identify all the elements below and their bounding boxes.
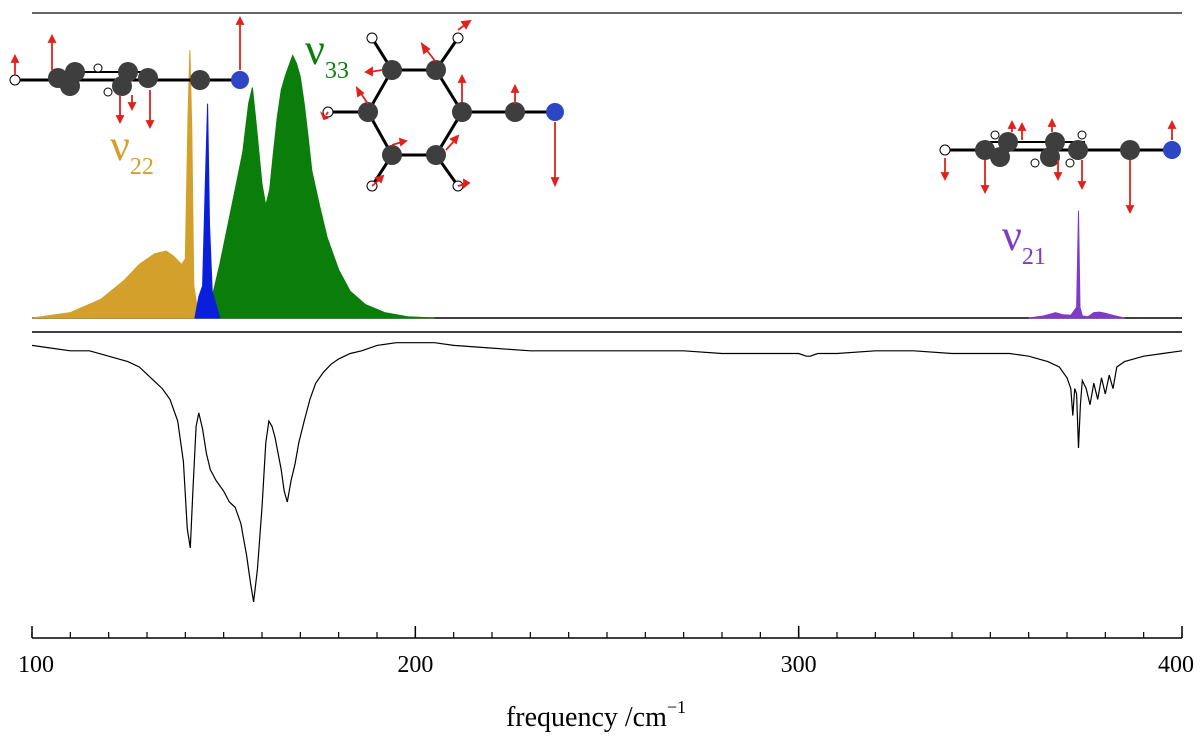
band-145 bbox=[194, 103, 221, 319]
nitrogen-atom bbox=[231, 71, 249, 89]
hydrogen-atom bbox=[990, 130, 1000, 140]
displacement-arrows bbox=[319, 19, 560, 189]
carbon-atom bbox=[60, 76, 80, 96]
x-axis: 100 200 300 400 frequency /cm−1 bbox=[18, 626, 1194, 733]
carbon-atom bbox=[1040, 147, 1060, 167]
hydrogen-atom bbox=[103, 87, 113, 97]
nitrogen-atom bbox=[1163, 141, 1181, 159]
x-minor-ticks bbox=[31, 632, 1183, 638]
label-nu33: ν33 bbox=[305, 25, 349, 84]
x-tick-labels: 100 200 300 400 bbox=[18, 652, 1194, 678]
molecule-top-view-nu33 bbox=[319, 19, 564, 192]
simulated-bands bbox=[31, 49, 1125, 319]
carbon-atom bbox=[1068, 140, 1088, 160]
hydrogen-atom bbox=[939, 144, 951, 156]
displacement-arrows bbox=[940, 117, 1177, 215]
carbon-atom bbox=[382, 60, 402, 80]
x-tick-label: 200 bbox=[397, 652, 433, 678]
carbon-atom bbox=[505, 102, 525, 122]
molecule-side-view-nu22 bbox=[9, 15, 249, 130]
x-tick-label: 400 bbox=[1158, 652, 1194, 678]
carbon-atom bbox=[975, 140, 995, 160]
carbon-atom bbox=[358, 102, 378, 122]
carbon-atom bbox=[426, 145, 446, 165]
hydrogen-atom bbox=[1030, 158, 1040, 168]
hydrogen-atom bbox=[1065, 158, 1075, 168]
hydrogen-atom bbox=[9, 74, 21, 86]
band-nu33 bbox=[203, 54, 435, 319]
carbon-atom bbox=[452, 102, 472, 122]
carbon-atom bbox=[112, 76, 132, 96]
carbon-atom bbox=[998, 132, 1018, 152]
label-nu21: ν21 bbox=[1002, 211, 1046, 270]
hydrogen-atom bbox=[366, 32, 378, 44]
carbon-atom bbox=[138, 68, 158, 88]
x-axis-label: frequency /cm−1 bbox=[506, 697, 686, 733]
hydrogen-atom bbox=[452, 32, 464, 44]
mode-labels: ν22 ν33 ν21 bbox=[110, 25, 1046, 270]
carbon-atom bbox=[1120, 140, 1140, 160]
x-tick-label: 300 bbox=[781, 652, 817, 678]
carbon-atom bbox=[382, 145, 402, 165]
hydrogen-atom bbox=[93, 63, 103, 73]
x-tick-label: 100 bbox=[18, 652, 54, 678]
band-nu22 bbox=[31, 49, 202, 319]
displacement-arrows bbox=[10, 15, 245, 130]
carbon-atom bbox=[426, 60, 446, 80]
molecule-side-view-nu21 bbox=[939, 117, 1181, 215]
experimental-trace bbox=[31, 342, 1183, 602]
carbon-atom bbox=[190, 70, 210, 90]
hydrogen-atom bbox=[1077, 130, 1087, 140]
x-axis-label-superscript: −1 bbox=[667, 697, 686, 717]
band-nu21 bbox=[1028, 210, 1125, 319]
label-nu22: ν22 bbox=[110, 121, 154, 180]
x-major-ticks bbox=[31, 626, 1183, 638]
nitrogen-atom bbox=[546, 103, 564, 121]
carbon-atom bbox=[990, 147, 1010, 167]
